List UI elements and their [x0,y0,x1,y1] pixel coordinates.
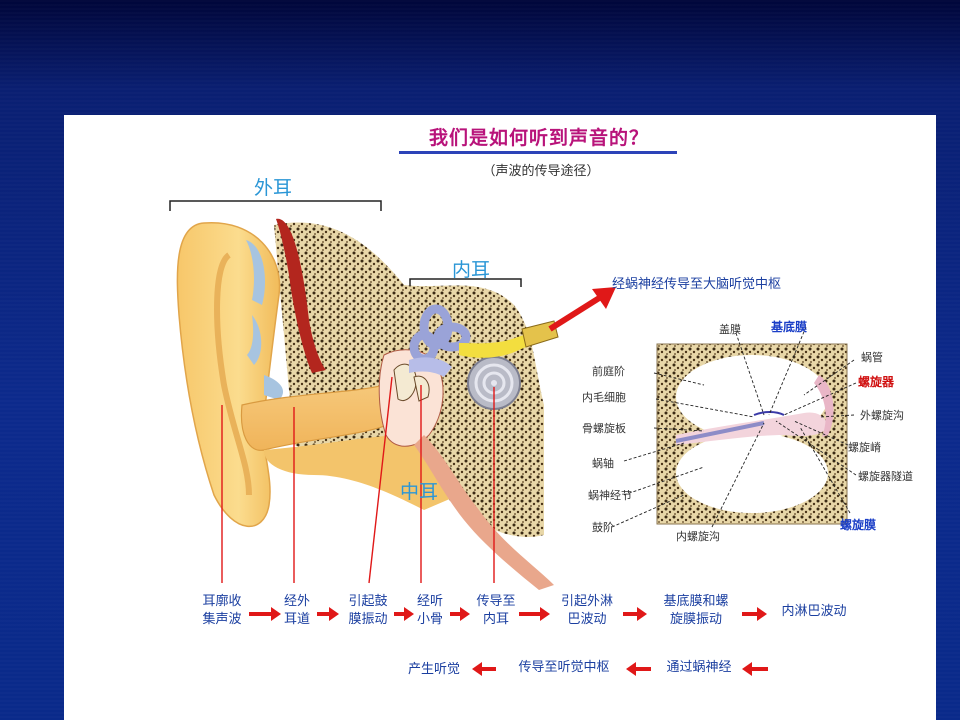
spiral-lamina [675,421,765,443]
flow-step-endolymph: 内淋巴波动 [781,604,847,619]
flow-step-cochlear-nerve: 通过蜗神经 [666,660,732,675]
auricle-fold [214,252,252,496]
figure-subtitle: （声波的传导途径） [482,164,600,179]
section-label-spiral-limbus: 螺旋嵴 [848,441,881,454]
vessel [276,218,326,373]
figure-panel: 我们是如何听到声音的？ （声波的传导途径） [64,115,936,720]
section-label-organ-of-corti: 螺旋器 [858,375,895,389]
flow-step-to-inner-ear: 传导至 内耳 [476,594,516,627]
cartilage-2 [247,315,262,365]
cochlear-duct [676,412,828,445]
inner-ear-bracket [409,278,522,287]
section-label-osseous-spiral-lamina: 骨螺旋板 [582,422,626,435]
flow-leaders [221,376,495,584]
section-label-scala-tympani: 鼓阶 [592,521,614,534]
inner-ear-label: 内耳 [452,259,491,281]
flow-step-ossicles: 经听 小骨 [416,594,443,627]
section-label-inner-spiral-sulcus: 内螺旋沟 [676,530,720,543]
spiral-ligament [814,375,834,437]
section-label-tectorial-membrane: 盖膜 [719,323,741,336]
auditory-nerve [459,335,526,358]
flow-step-tympanic-membrane: 引起鼓 膜振动 [348,594,388,627]
nerve-arrow [548,287,616,332]
flow-step-auricle: 耳廓收 集声波 [202,594,242,627]
section-label-cochlear-duct: 蜗管 [861,351,883,364]
middle-ear-label: 中耳 [400,481,439,503]
lower-tissue [264,435,459,510]
ear-diagram-svg [169,200,857,676]
section-label-basilar-membrane: 基底膜 [771,320,808,334]
flow-step-perilymph: 引起外淋 巴波动 [560,594,613,627]
section-label-spiral-membrane: 螺旋膜 [840,518,877,532]
cartilage-1 [246,240,266,305]
semicircular-canals [409,304,471,364]
flow-arrows-row2 [472,662,768,676]
section-label-inner-hair-cell: 内毛细胞 [582,391,626,404]
section-label-scala-vestibuli: 前庭阶 [592,365,625,378]
vestibule [409,357,452,377]
auricle [176,222,281,528]
section-label-modiolus: 蜗轴 [592,457,614,470]
flow-step-hearing: 产生听觉 [407,662,460,677]
flow-step-auditory-center: 传导至听觉中枢 [518,660,610,675]
flow-arrows-row1 [249,607,767,621]
section-label-outer-spiral-sulcus: 外螺旋沟 [860,409,904,422]
eustachian-tube [414,435,554,590]
section-label-corti-tunnel: 螺旋器隧道 [858,470,913,483]
flow-step-ear-canal: 经外 耳道 [283,594,310,627]
nerve-stem [521,320,559,348]
outer-ear-label: 外耳 [254,177,293,199]
section-leaders [611,326,857,528]
cochlea-section [656,343,848,525]
section-label-spiral-ganglion: 蜗神经节 [588,489,632,502]
figure-title: 我们是如何听到声音的？ [428,127,649,149]
title-underline [399,151,677,154]
outer-ear-bracket [169,200,382,211]
cartilage-3 [264,375,284,400]
nerve-pathway-label: 经蜗神经传导至大脑听觉中枢 [612,277,782,292]
flow-step-basilar-vibration: 基底膜和螺 旋膜振动 [663,594,729,627]
